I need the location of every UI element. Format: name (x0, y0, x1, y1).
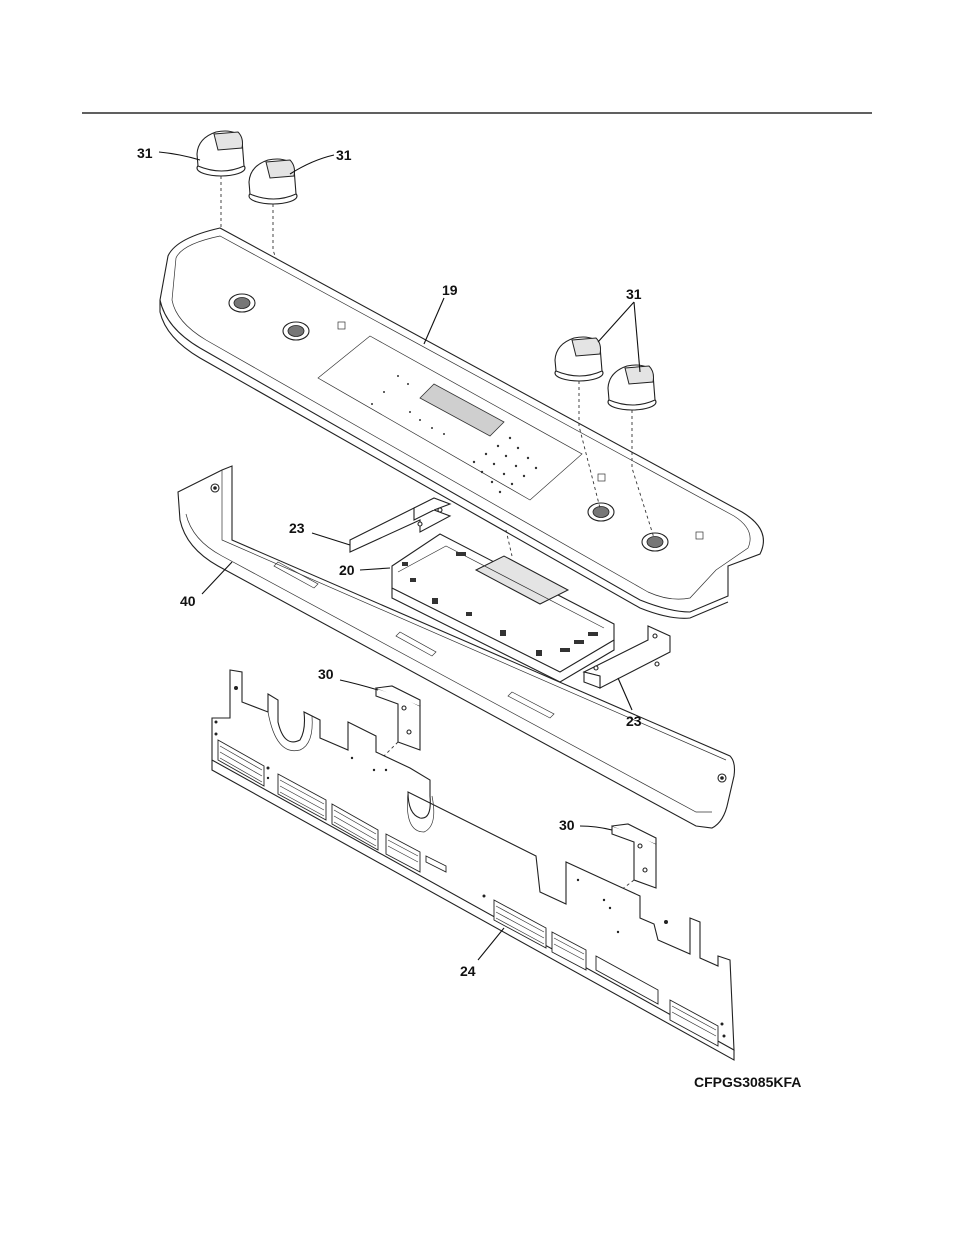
callout-bracket-lower: 23 (626, 713, 642, 729)
callout-knob-top-left: 31 (137, 145, 153, 161)
knob-part-31-c (555, 337, 603, 381)
callout-bracket-30-left: 30 (318, 666, 334, 682)
callout-control-board: 20 (339, 562, 355, 578)
knob-part-31-d (608, 365, 656, 410)
bracket-part-30-right (612, 824, 656, 888)
callout-bracket-upper: 23 (289, 520, 305, 536)
knob-part-31-a (197, 131, 245, 176)
knob-part-31-b (249, 159, 297, 204)
model-number: CFPGS3085KFA (694, 1074, 801, 1090)
bracket-part-30-left (376, 686, 420, 750)
callout-back-panel: 24 (460, 963, 476, 979)
callout-knob-top-second: 31 (336, 147, 352, 163)
callout-trim: 40 (180, 593, 196, 609)
callout-knobs-right: 31 (626, 286, 642, 302)
callout-control-panel: 19 (442, 282, 458, 298)
callout-bracket-30-right: 30 (559, 817, 575, 833)
